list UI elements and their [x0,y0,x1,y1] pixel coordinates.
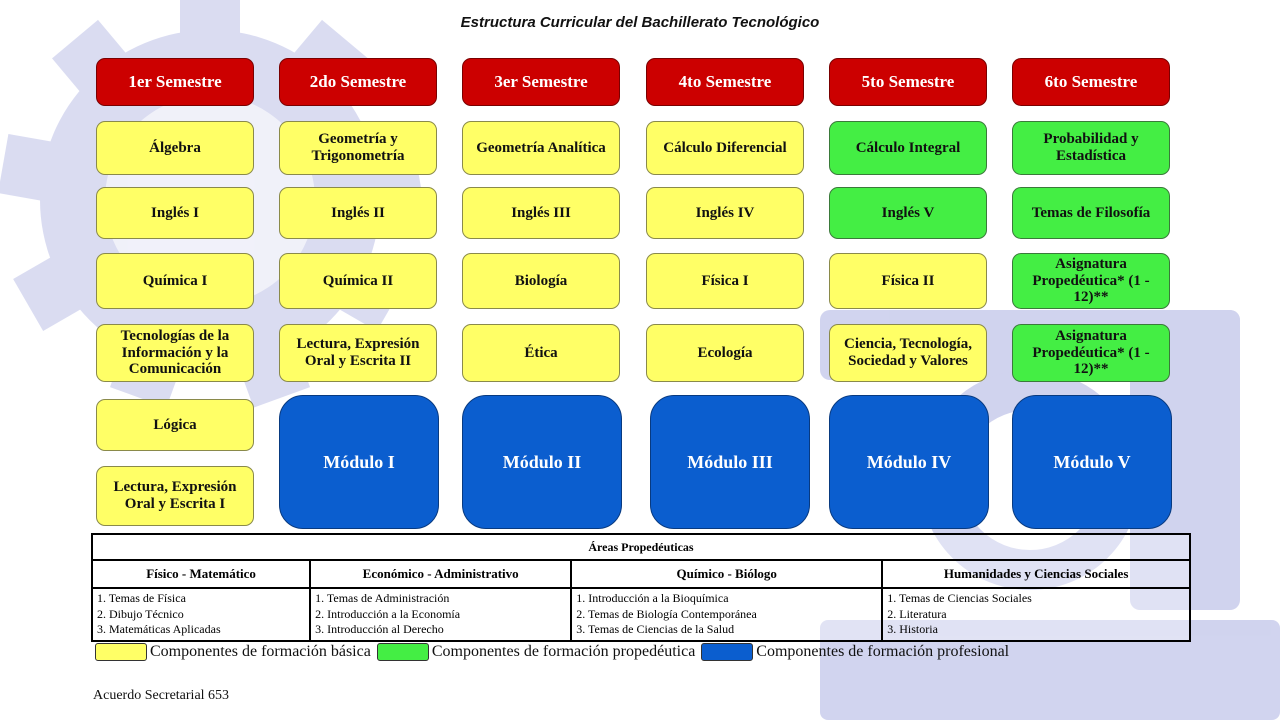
subject-box-propaedeutic: Inglés V [829,187,987,239]
subject-box: Cálculo Diferencial [646,121,804,175]
module-box: Módulo IV [829,395,989,529]
subject-box-propaedeutic: Asignatura Propedéutica* (1 - 12)** [1012,253,1170,309]
legend-swatch-professional [701,643,754,661]
areas-table: Áreas Propedéuticas Físico - Matemático … [90,533,1191,642]
area-item: 1. Temas de Administración [315,591,450,605]
subject-box: Geometría Analítica [462,121,620,175]
area-item: 3. Historia [887,622,938,637]
subject-box: Física II [829,253,987,309]
subject-box-propaedeutic: Probabilidad y Estadística [1012,121,1170,175]
subject-box-propaedeutic: Asignatura Propedéutica* (1 - 12)** [1012,324,1170,382]
area-item: 2. Temas de Biología Contemporánea [576,606,757,621]
semester-header: 6to Semestre [1012,58,1170,106]
area-item: 1. Introducción a la Bioquímica [576,591,729,605]
subject-box: Inglés III [462,187,620,239]
legend: Componentes de formación básica Componen… [95,643,1015,661]
semester-header: 4to Semestre [646,58,804,106]
subject-box: Biología [462,253,620,309]
diagram-title: Estructura Curricular del Bachillerato T… [460,14,820,31]
area-item: 1. Temas de Ciencias Sociales [887,591,1032,605]
subject-box: Inglés I [96,187,254,239]
semester-header: 2do Semestre [279,58,437,106]
subject-box: Álgebra [96,121,254,175]
areas-heading: Áreas Propedéuticas [91,533,1191,561]
area-cell: 1. Temas de Ciencias Sociales 2. Literat… [881,587,1191,642]
area-cell: 1. Temas de Administración 2. Introducci… [309,587,573,642]
area-item: 3. Matemáticas Aplicadas [97,622,221,637]
subject-box: Ética [462,324,620,382]
area-item: 2. Introducción a la Economía [315,606,461,621]
area-item: 3. Temas de Ciencias de la Salud [576,622,735,637]
area-header: Humanidades y Ciencias Sociales [881,559,1191,589]
legend-swatch-basic [95,643,147,661]
semester-header: 5to Semestre [829,58,987,106]
subject-box: Ciencia, Tecnología, Sociedad y Valores [829,324,987,382]
legend-swatch-propaedeutic [376,643,429,661]
subject-box: Física I [646,253,804,309]
legend-label: Componentes de formación propedéutica [431,643,696,660]
area-item: 3. Introducción al Derecho [315,622,444,637]
module-box: Módulo III [650,395,810,529]
area-cell: 1. Introducción a la Bioquímica 2. Temas… [570,587,884,642]
subject-box: Lógica [96,399,254,451]
area-header: Económico - Administrativo [309,559,573,589]
subject-box: Tecnologías de la Información y la Comun… [96,324,254,382]
subject-box: Química II [279,253,437,309]
legend-label: Componentes de formación básica [150,643,371,660]
module-box: Módulo II [462,395,622,529]
subject-box: Inglés II [279,187,437,239]
subject-box: Ecología [646,324,804,382]
legend-label: Componentes de formación profesional [756,643,1010,660]
module-box: Módulo V [1012,395,1172,529]
footer-note: Acuerdo Secretarial 653 [93,688,230,703]
subject-box: Inglés IV [646,187,804,239]
subject-box: Geometría y Trigonometría [279,121,437,175]
subject-box-propaedeutic: Cálculo Integral [829,121,987,175]
area-cell: 1. Temas de Física 2. Dibujo Técnico 3. … [90,587,312,642]
subject-box: Lectura, Expresión Oral y Escrita I [96,466,254,526]
area-item: 1. Temas de Física [97,591,186,605]
subject-box-propaedeutic: Temas de Filosofía [1012,187,1170,239]
area-header: Químico - Biólogo [570,559,884,589]
module-box: Módulo I [279,395,439,529]
subject-box: Química I [96,253,254,309]
area-item: 2. Literatura [887,606,947,621]
area-item: 2. Dibujo Técnico [97,606,184,621]
subject-box: Lectura, Expresión Oral y Escrita II [279,324,437,382]
semester-header: 3er Semestre [462,58,620,106]
semester-header: 1er Semestre [96,58,254,106]
area-header: Físico - Matemático [90,559,312,589]
